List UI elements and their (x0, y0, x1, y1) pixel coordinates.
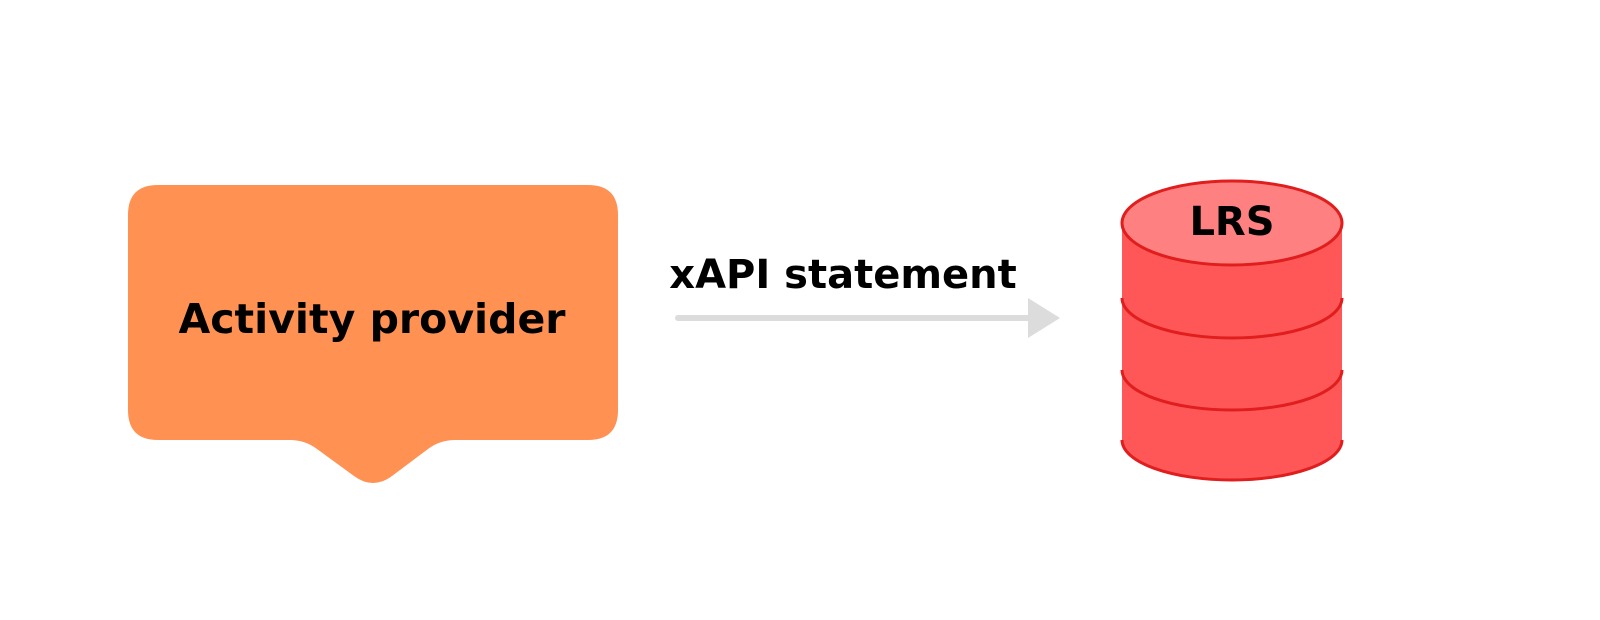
xapi-statement-label: xAPI statement (669, 252, 1016, 298)
lrs-cylinder-top (1120, 179, 1344, 267)
lrs-cylinder-body (1122, 223, 1342, 480)
lrs-cylinder-bottom-rim (1120, 439, 1344, 482)
lrs-node: LRS (1120, 179, 1344, 482)
lrs-label: LRS (1189, 199, 1274, 245)
lrs-band-separator-2 (1120, 369, 1344, 412)
xapi-statement-edge: xAPI statement (669, 252, 1060, 338)
arrow-head-icon (1028, 298, 1060, 338)
lrs-band-separator-1 (1120, 297, 1344, 340)
activity-provider-bubble-shape (128, 185, 618, 483)
activity-provider-label: Activity provider (179, 295, 567, 343)
activity-provider-node: Activity provider (128, 185, 618, 483)
